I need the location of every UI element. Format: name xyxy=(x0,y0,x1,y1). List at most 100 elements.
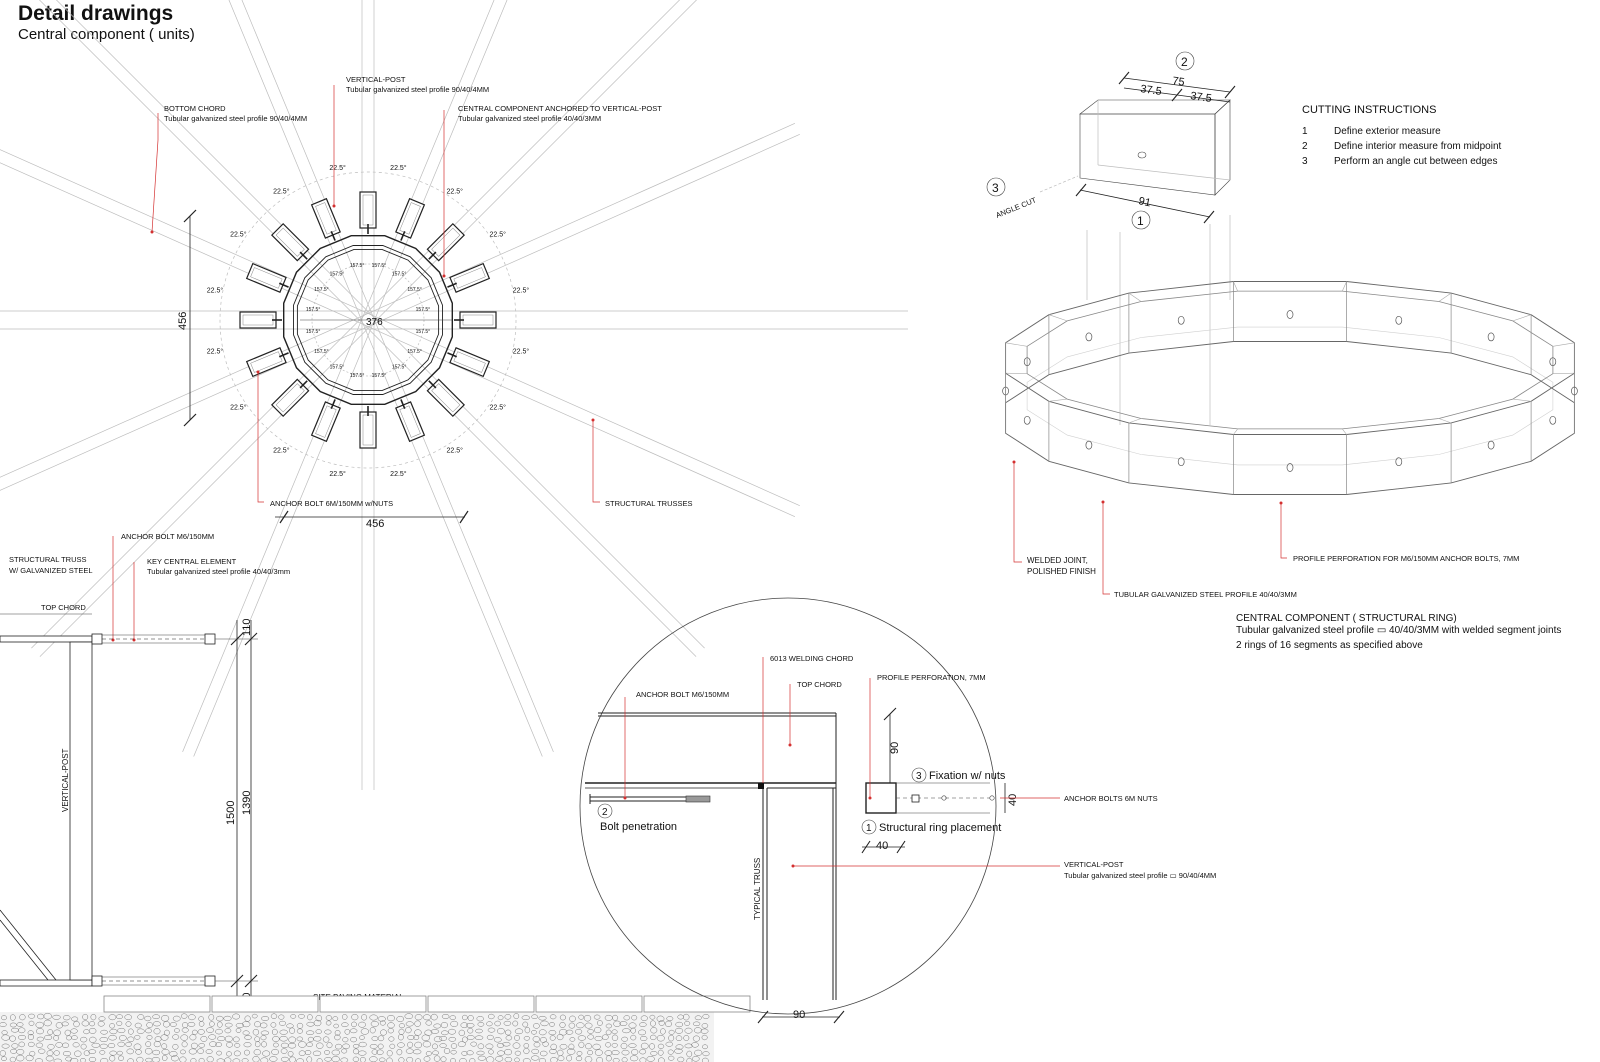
gravel-stone xyxy=(387,1028,394,1034)
gravel-stone xyxy=(497,1027,505,1035)
gravel-stone xyxy=(89,1036,97,1043)
ring-polygon xyxy=(296,248,440,392)
gravel-stone xyxy=(224,1022,233,1028)
dim-tick xyxy=(757,1010,769,1024)
gravel-stone xyxy=(404,1013,414,1020)
welding-chord-label: 6013 WELDING CHORD xyxy=(770,654,854,663)
gravel-stone xyxy=(548,1030,557,1036)
gravel-stone xyxy=(386,1050,393,1057)
inner-angle-label: 157.5° xyxy=(416,307,431,313)
gravel-stone xyxy=(605,1023,613,1029)
truss-band-edge xyxy=(55,0,705,649)
gravel-stone xyxy=(431,1043,438,1050)
gravel-stone xyxy=(459,1058,467,1062)
cutting-step-number: 2 xyxy=(1302,141,1308,152)
bolt-perforation xyxy=(1571,386,1578,396)
gravel-stone xyxy=(163,1021,170,1028)
anchor-bolt xyxy=(589,794,711,804)
gravel-stone xyxy=(254,1041,261,1048)
gravel-stone xyxy=(668,1029,675,1035)
callout-3-circle xyxy=(986,177,1006,197)
gravel-stone xyxy=(398,1023,405,1029)
dim-outer-h-label: 456 xyxy=(366,518,384,530)
gravel-stone xyxy=(118,1035,127,1041)
gravel-stone xyxy=(152,1049,161,1056)
welded-joint-label: WELDED JOINT, xyxy=(1027,556,1088,565)
gravel-stone xyxy=(387,1014,395,1022)
post-outline xyxy=(395,197,426,239)
gravel-stone xyxy=(386,1057,393,1062)
gravel-stone xyxy=(1,1043,10,1049)
gravel-stone xyxy=(469,1058,476,1062)
gravel-stone xyxy=(369,1014,378,1021)
gravel-stone xyxy=(206,1027,215,1033)
anchor-bolt-stub xyxy=(279,282,289,288)
gravel-stone xyxy=(100,1058,109,1062)
leader-dot xyxy=(442,274,446,278)
gravel-stone xyxy=(565,1029,574,1035)
gravel-stone xyxy=(549,1022,555,1027)
paving-slab xyxy=(103,995,211,1013)
gravel-stone xyxy=(638,1029,647,1036)
vertical-post-desc: Tubular galvanized steel profile 90/40/4… xyxy=(346,85,489,94)
paving-slab xyxy=(319,995,427,1013)
inner-angle-label: 157.5° xyxy=(350,373,365,379)
gravel-stone xyxy=(253,1049,261,1056)
elev-vertical-post-label: VERTICAL-POST xyxy=(61,748,70,812)
detail-anchor-bolt-label: ANCHOR BOLT M6/150MM xyxy=(636,690,729,699)
inner-angle-label: 157.5° xyxy=(330,365,345,371)
segment-miter xyxy=(1233,281,1238,292)
gravel-stone xyxy=(325,1020,332,1026)
gravel-stone xyxy=(9,1022,17,1028)
segment-miter xyxy=(1438,418,1452,424)
gravel-stone xyxy=(270,1022,277,1028)
gravel-stone xyxy=(134,1022,142,1029)
gravel-stone xyxy=(325,1015,333,1021)
gravel-stone xyxy=(55,1042,63,1048)
gravel-stone xyxy=(52,1014,61,1020)
gravel-stone xyxy=(35,1021,44,1029)
gravel-stone xyxy=(108,1034,117,1041)
gravel-stone xyxy=(208,1014,215,1021)
gravel-stone xyxy=(405,1021,414,1027)
key-central-element-bottom xyxy=(91,975,216,987)
gravel-stone xyxy=(684,1020,691,1026)
inner-angle-label: 157.5° xyxy=(392,365,407,371)
gravel-stone xyxy=(448,1036,457,1042)
dim-line-bottom xyxy=(1079,189,1211,218)
gravel-stone xyxy=(25,1054,34,1062)
gravel-stone xyxy=(304,1049,312,1056)
gravel-stone xyxy=(414,1020,421,1027)
gravel-stone xyxy=(422,1041,432,1048)
gravel-stone xyxy=(488,1013,495,1020)
gravel-stone xyxy=(503,1020,512,1026)
gravel-stone xyxy=(540,1020,549,1027)
gravel-stone xyxy=(73,1020,80,1028)
leader-structural-trusses xyxy=(592,420,600,503)
dim-top-label: 75 xyxy=(1172,75,1186,89)
gravel-stone xyxy=(164,1029,170,1036)
truss-diagonal xyxy=(0,919,49,981)
truss-band-edge xyxy=(0,133,800,491)
leader-dot xyxy=(791,864,795,868)
gravel-stone xyxy=(423,1056,431,1062)
segment-detail: 75 37.5 37.5 91 2 1 3 ANGLE CUT CUTTING … xyxy=(986,51,1502,425)
gravel-stone xyxy=(79,1058,87,1062)
truss-band-edge xyxy=(0,162,796,517)
truss-band-edge xyxy=(39,0,697,657)
gravel-stone xyxy=(371,1049,378,1055)
gravel-stone xyxy=(430,1029,440,1034)
gravel-stone xyxy=(1,1056,7,1062)
gravel-stone xyxy=(675,1021,684,1028)
gravel-stone xyxy=(61,1042,70,1048)
gravel-stone xyxy=(379,1020,386,1026)
page-subtitle: Central component ( units) xyxy=(18,26,195,43)
gravel-stone xyxy=(466,1050,474,1056)
gravel-stone xyxy=(497,1015,504,1021)
cutting-step-text: Perform an angle cut between edges xyxy=(1334,156,1497,167)
gravel-stone xyxy=(278,1014,285,1020)
gravel-stone xyxy=(0,1050,6,1057)
paving-slab xyxy=(643,995,751,1013)
gravel-stone xyxy=(137,1014,145,1020)
gravel-stone xyxy=(351,1021,357,1028)
